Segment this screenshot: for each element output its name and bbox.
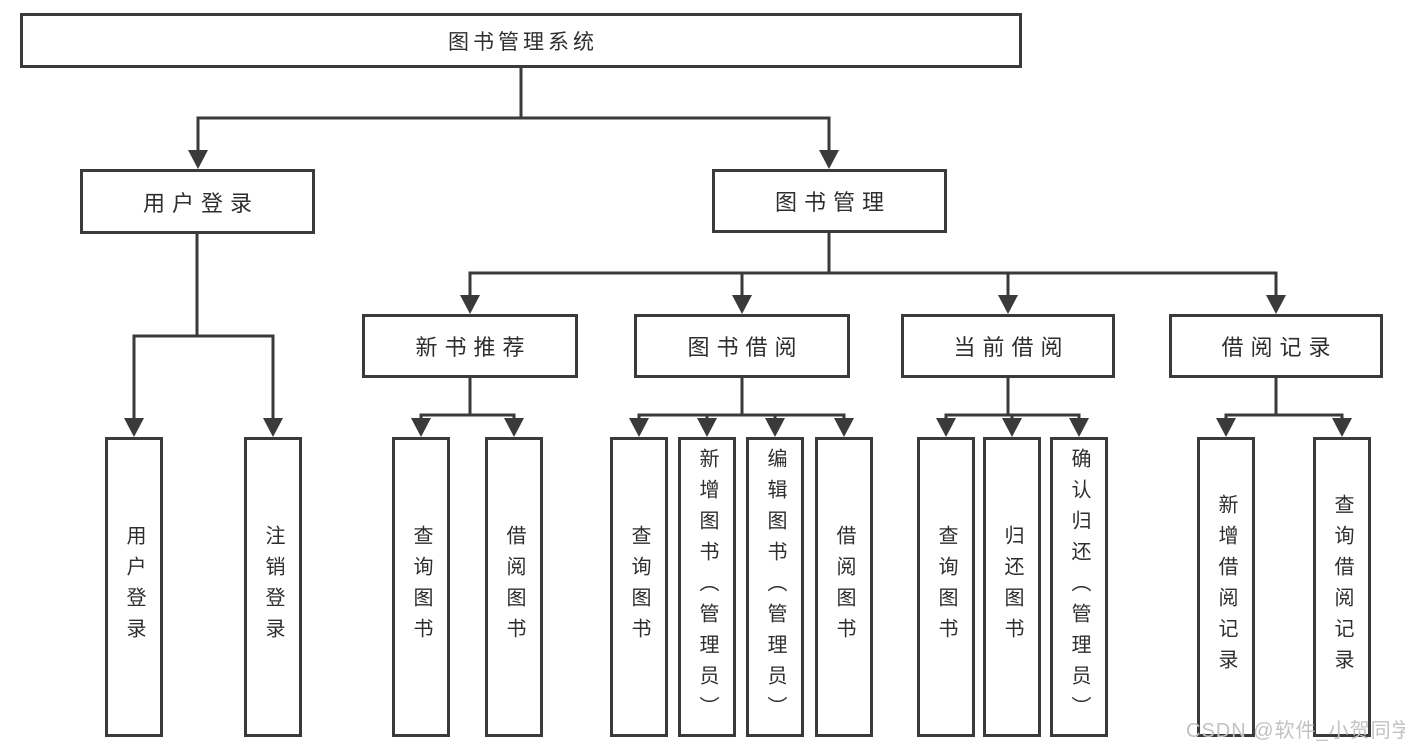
leaf-confirm-return-admin: 确认归还（管理员）	[1050, 437, 1108, 737]
leaf-query-books-current: 查询图书	[917, 437, 975, 737]
arrowhead-icons	[124, 150, 1352, 437]
leaf-borrow-books: 借阅图书	[815, 437, 873, 737]
leaf-add-borrow-record-label: 新增借阅记录	[1215, 494, 1237, 680]
leaf-query-borrow-record: 查询借阅记录	[1313, 437, 1371, 737]
arrowhead-icon	[460, 295, 480, 314]
arrowhead-icon	[1069, 418, 1089, 437]
node-current-borrowing: 当前借阅	[901, 314, 1115, 378]
leaf-logout-label: 注销登录	[262, 525, 284, 649]
leaf-query-borrow-record-label: 查询借阅记录	[1331, 494, 1353, 680]
arrowhead-icon	[504, 418, 524, 437]
leaf-edit-book-admin-label: 编辑图书（管理员）	[764, 447, 786, 727]
leaf-query-books-current-label: 查询图书	[935, 525, 957, 649]
arrowhead-icon	[1002, 418, 1022, 437]
leaf-user-login: 用户登录	[105, 437, 163, 737]
node-book-borrowing: 图书借阅	[634, 314, 850, 378]
leaf-query-books-recommend: 查询图书	[392, 437, 450, 737]
leaf-borrow-books-recommend: 借阅图书	[485, 437, 543, 737]
leaf-return-books-label: 归还图书	[1001, 525, 1023, 649]
arrowhead-icon	[936, 418, 956, 437]
arrowhead-icon	[1216, 418, 1236, 437]
arrowhead-icon	[263, 418, 283, 437]
arrowhead-icon	[411, 418, 431, 437]
node-library-management-system: 图书管理系统	[20, 13, 1022, 68]
leaf-borrow-books-label: 借阅图书	[833, 525, 855, 649]
arrowhead-icon	[765, 418, 785, 437]
leaf-user-login-label: 用户登录	[123, 525, 145, 649]
leaf-return-books: 归还图书	[983, 437, 1041, 737]
leaf-query-books-borrow-label: 查询图书	[628, 525, 650, 649]
arrowhead-icon	[124, 418, 144, 437]
leaf-confirm-return-admin-label: 确认归还（管理员）	[1068, 447, 1090, 727]
tree-connector-lines	[132, 66, 1344, 422]
arrowhead-icon	[998, 295, 1018, 314]
node-user-login: 用户登录	[80, 169, 315, 234]
leaf-borrow-books-recommend-label: 借阅图书	[503, 525, 525, 649]
leaf-query-books-recommend-label: 查询图书	[410, 525, 432, 649]
arrowhead-icon	[819, 150, 839, 169]
leaf-logout: 注销登录	[244, 437, 302, 737]
arrowhead-icon	[188, 150, 208, 169]
node-book-management: 图书管理	[712, 169, 947, 233]
leaf-query-books-borrow: 查询图书	[610, 437, 668, 737]
leaf-add-borrow-record: 新增借阅记录	[1197, 437, 1255, 737]
arrowhead-icon	[732, 295, 752, 314]
node-new-book-recommendation: 新书推荐	[362, 314, 578, 378]
node-borrowing-records: 借阅记录	[1169, 314, 1383, 378]
leaf-add-book-admin: 新增图书（管理员）	[678, 437, 736, 737]
arrowhead-icon	[629, 418, 649, 437]
arrowhead-icon	[1332, 418, 1352, 437]
csdn-watermark: CSDN @软件_小贺同学	[1186, 720, 1405, 742]
arrowhead-icon	[834, 418, 854, 437]
arrowhead-icon	[697, 418, 717, 437]
leaf-edit-book-admin: 编辑图书（管理员）	[746, 437, 804, 737]
arrowhead-icon	[1266, 295, 1286, 314]
leaf-add-book-admin-label: 新增图书（管理员）	[696, 447, 718, 727]
